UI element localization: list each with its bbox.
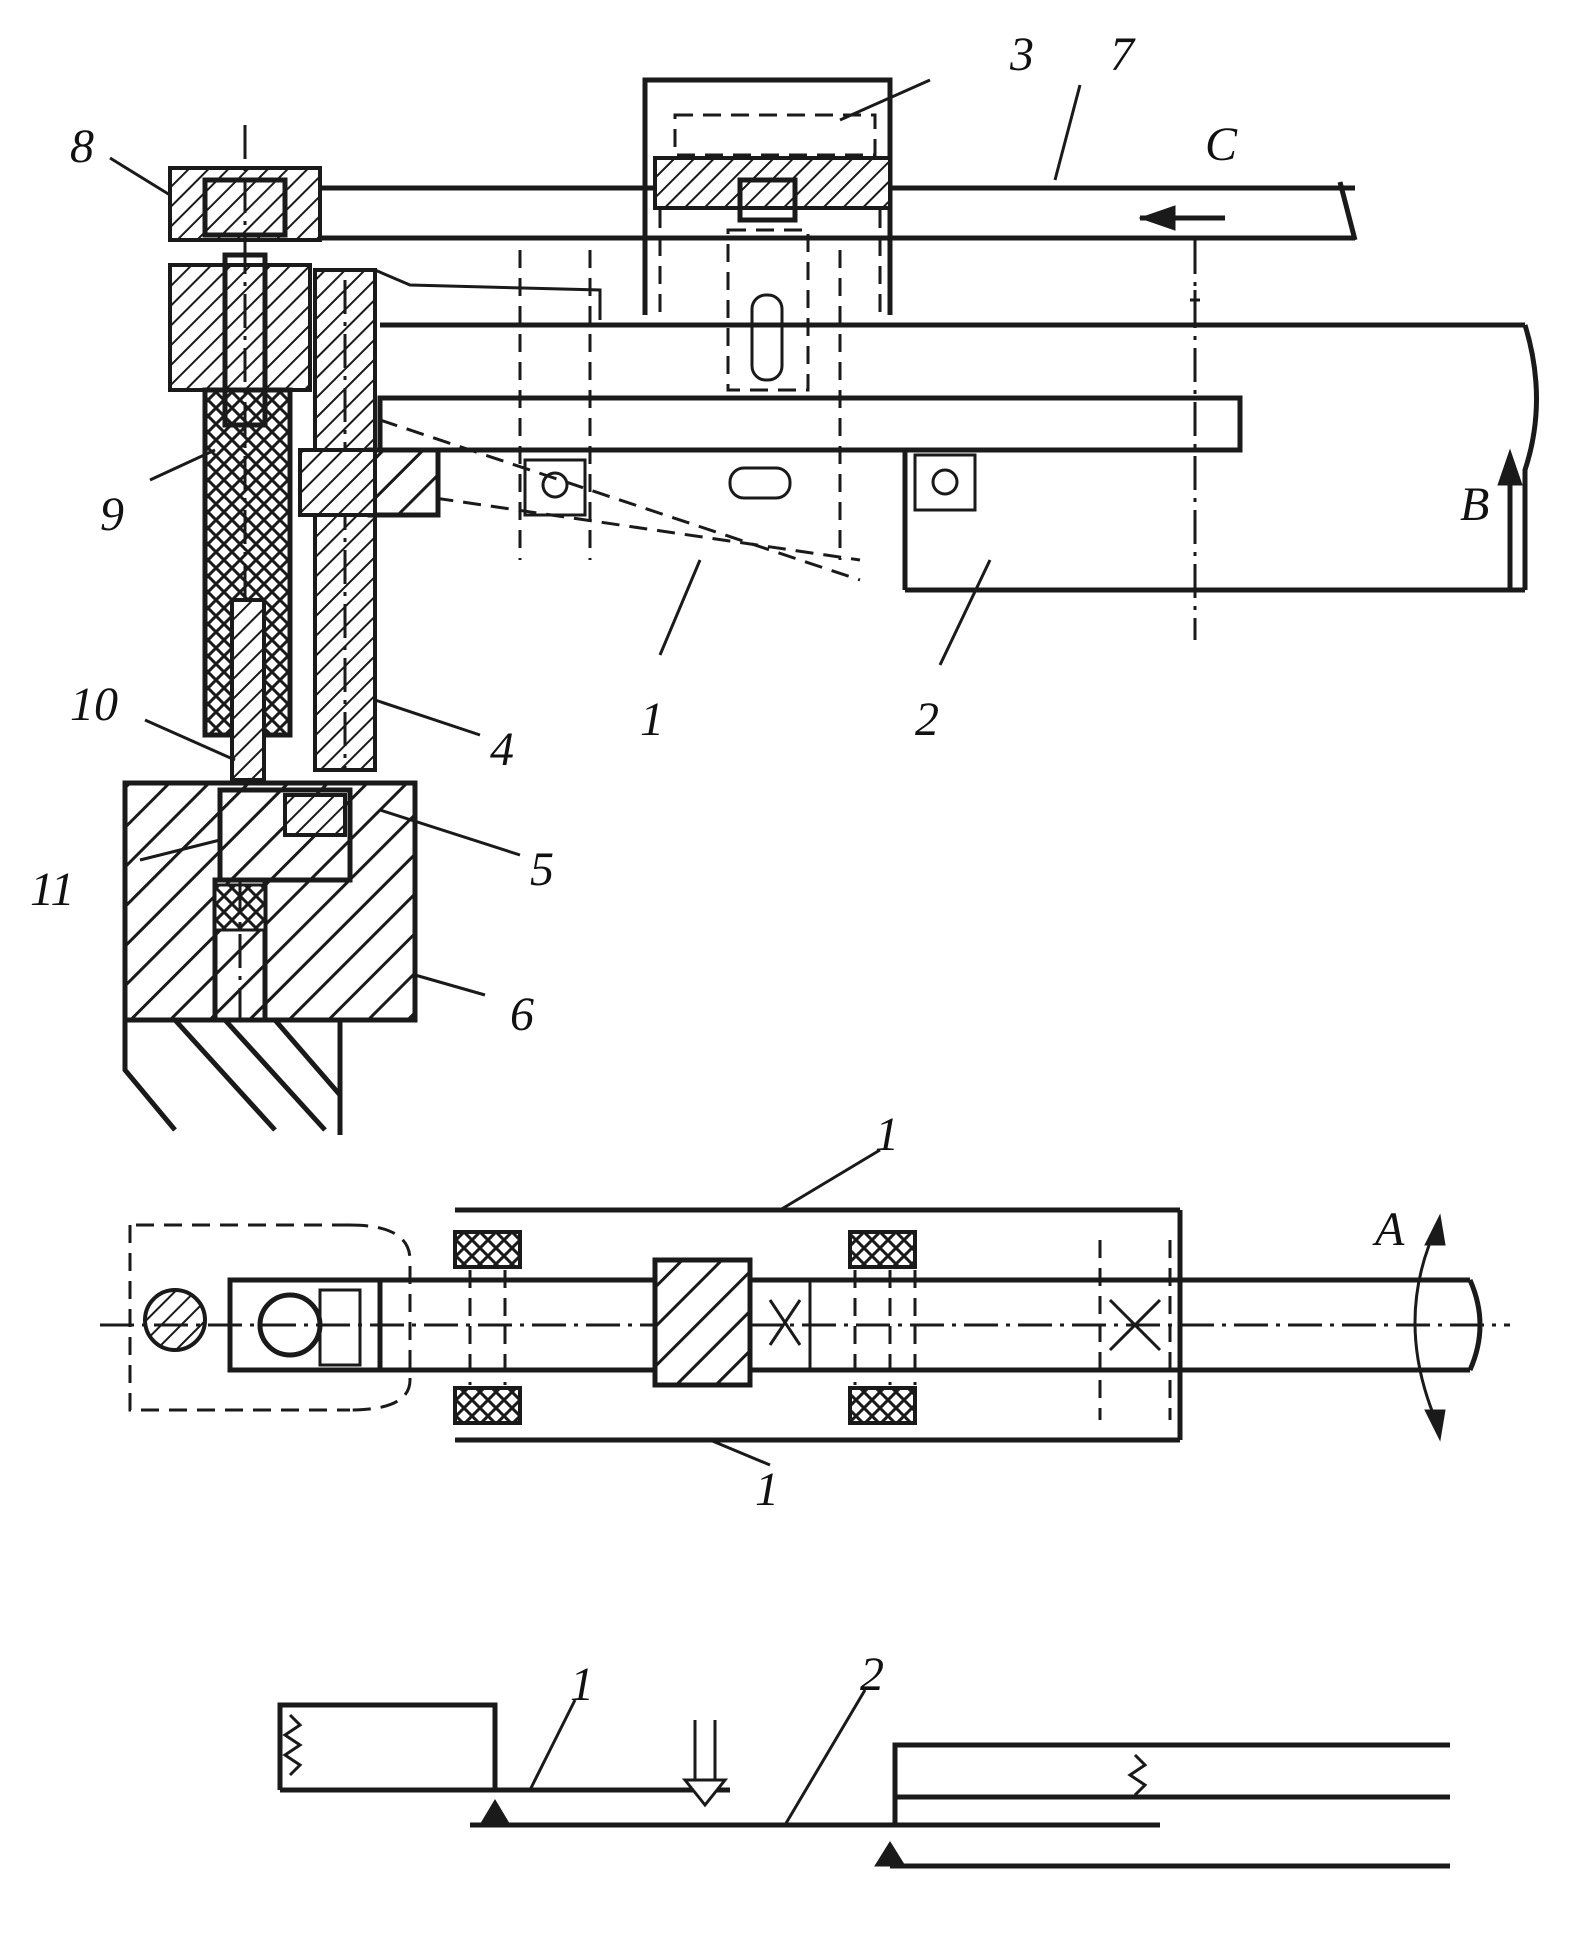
label-3: 3 <box>1009 28 1034 81</box>
elevation-view <box>109 77 1539 1135</box>
column-4 <box>313 268 602 772</box>
label-6: 6 <box>510 988 534 1041</box>
label-11: 11 <box>30 863 74 916</box>
label-a: A <box>1372 1203 1405 1256</box>
label-9: 9 <box>100 488 124 541</box>
lever-1 <box>377 250 1243 582</box>
leader-lines <box>109 78 1082 997</box>
label-1-plan-top: 1 <box>875 1108 899 1161</box>
plate-2 <box>380 240 1539 640</box>
label-2-top: 2 <box>915 693 939 746</box>
label-5: 5 <box>530 843 554 896</box>
housing-3 <box>642 77 893 392</box>
label-c: C <box>1205 118 1238 171</box>
nut-8 <box>168 125 322 260</box>
labels: 8 3 7 C B 9 1 2 10 4 5 11 6 1 A 1 1 2 <box>30 28 1489 1711</box>
label-1-schematic: 1 <box>570 1658 594 1711</box>
base-6 <box>122 780 418 1023</box>
label-7: 7 <box>1110 28 1136 81</box>
clamp-block <box>367 447 441 518</box>
pin-10 <box>230 598 266 782</box>
ground <box>122 1018 343 1135</box>
label-2-schematic: 2 <box>860 1648 884 1701</box>
schematic-view <box>277 1689 1450 1869</box>
label-1-plan-bottom: 1 <box>755 1463 779 1516</box>
label-b: B <box>1460 478 1489 531</box>
label-8: 8 <box>70 120 94 173</box>
label-4: 4 <box>490 723 514 776</box>
plan-view <box>100 1148 1510 1467</box>
collar <box>298 448 377 517</box>
label-10: 10 <box>70 678 118 731</box>
label-1-top: 1 <box>640 693 664 746</box>
arrow-c <box>1138 205 1225 231</box>
arrow-b <box>1497 448 1523 590</box>
